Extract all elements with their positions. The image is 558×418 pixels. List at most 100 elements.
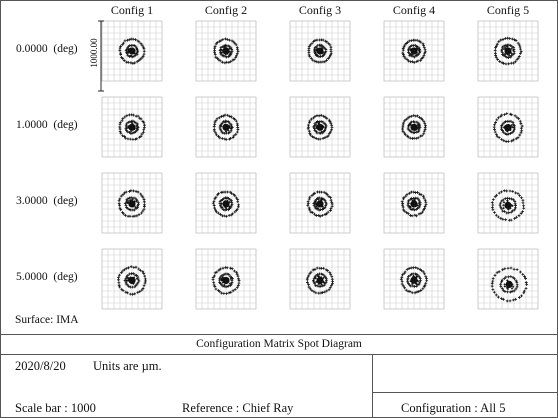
ray-point bbox=[410, 272, 413, 276]
ray-point bbox=[518, 133, 522, 137]
ray-point bbox=[506, 286, 509, 289]
ray-point bbox=[315, 49, 318, 52]
ray-point bbox=[324, 280, 328, 284]
ray-point bbox=[313, 115, 317, 119]
ray-point bbox=[407, 267, 411, 270]
ray-point bbox=[416, 197, 420, 201]
ray-point bbox=[423, 122, 427, 125]
ray-point bbox=[509, 119, 513, 123]
ray-point bbox=[413, 55, 416, 59]
ray-point bbox=[405, 58, 409, 61]
ray-point bbox=[406, 40, 409, 44]
ray-point bbox=[121, 269, 125, 273]
ray-point bbox=[313, 205, 317, 209]
ray-point bbox=[126, 214, 130, 218]
ray-point bbox=[422, 54, 426, 57]
ray-point bbox=[139, 117, 143, 121]
ray-point bbox=[236, 47, 239, 51]
ray-point bbox=[132, 276, 136, 279]
ray-point bbox=[214, 131, 218, 135]
cell-frame bbox=[195, 248, 257, 310]
ray-point bbox=[124, 277, 128, 280]
ray-point bbox=[223, 200, 227, 203]
ray-point bbox=[502, 189, 506, 193]
ray-point bbox=[126, 137, 130, 141]
ray-point bbox=[313, 267, 317, 271]
ray-point bbox=[504, 46, 507, 49]
ray-point bbox=[424, 124, 427, 128]
surface-label: Surface: IMA bbox=[15, 314, 79, 326]
ray-point bbox=[125, 275, 129, 279]
ray-point bbox=[214, 208, 217, 212]
ray-point bbox=[423, 272, 427, 276]
ray-point bbox=[120, 287, 124, 291]
ray-point bbox=[502, 277, 506, 280]
ray-point bbox=[224, 204, 227, 208]
ray-point bbox=[513, 60, 517, 64]
row-label: 1.0000 (deg) bbox=[16, 119, 78, 131]
ray-point bbox=[422, 208, 426, 212]
ray-point bbox=[519, 211, 523, 215]
ray-point bbox=[424, 275, 428, 278]
ray-point bbox=[306, 281, 309, 284]
ray-point bbox=[500, 137, 504, 141]
ray-point bbox=[510, 37, 514, 41]
ray-point bbox=[502, 126, 506, 129]
ray-point bbox=[317, 196, 321, 200]
ray-point bbox=[225, 292, 229, 296]
ray-point bbox=[493, 130, 497, 134]
date-label: 2020/8/20 bbox=[15, 359, 66, 373]
configuration-label: Configuration : All 5 bbox=[401, 401, 506, 415]
ray-point bbox=[324, 204, 328, 208]
ray-point bbox=[504, 275, 508, 279]
ray-point bbox=[230, 115, 233, 119]
ray-point bbox=[312, 277, 316, 280]
ray-point bbox=[499, 282, 502, 286]
ray-point bbox=[217, 134, 220, 138]
ray-point bbox=[312, 280, 316, 284]
ray-point bbox=[320, 284, 324, 288]
ray-point bbox=[510, 131, 514, 135]
ray-point bbox=[400, 275, 404, 279]
ray-point bbox=[219, 39, 223, 43]
ray-point bbox=[325, 40, 329, 44]
ray-point bbox=[423, 48, 427, 52]
ray-point bbox=[510, 197, 513, 201]
column-label: Config 2 bbox=[204, 3, 248, 17]
ray-point bbox=[217, 58, 221, 62]
ray-point bbox=[129, 285, 133, 289]
ray-point bbox=[228, 121, 232, 125]
ray-point bbox=[414, 205, 418, 208]
ray-point bbox=[407, 282, 410, 286]
ray-point bbox=[423, 207, 426, 210]
ray-point bbox=[222, 120, 226, 123]
ray-point bbox=[521, 198, 525, 202]
ray-point bbox=[410, 291, 414, 295]
ray-point bbox=[223, 208, 227, 212]
ray-point bbox=[328, 130, 332, 134]
ray-point bbox=[135, 60, 139, 64]
ray-point bbox=[323, 290, 327, 294]
ray-point bbox=[138, 135, 141, 139]
ray-point bbox=[325, 277, 328, 281]
ray-point bbox=[520, 294, 523, 298]
ray-point bbox=[138, 269, 142, 272]
ray-point bbox=[416, 283, 420, 287]
ray-point bbox=[218, 59, 222, 63]
ray-point bbox=[313, 39, 317, 42]
ray-point bbox=[131, 113, 135, 117]
ray-point bbox=[307, 285, 311, 289]
ray-point bbox=[497, 136, 501, 140]
ray-point bbox=[519, 270, 522, 274]
ray-point bbox=[494, 55, 498, 59]
ray-point bbox=[230, 201, 234, 205]
ray-point bbox=[213, 206, 216, 210]
ray-point bbox=[315, 45, 319, 49]
ray-point bbox=[402, 271, 406, 275]
ray-point bbox=[329, 283, 333, 287]
ray-point bbox=[227, 137, 231, 141]
ray-point bbox=[418, 124, 422, 128]
ray-point bbox=[494, 121, 498, 124]
ray-point bbox=[220, 130, 224, 134]
